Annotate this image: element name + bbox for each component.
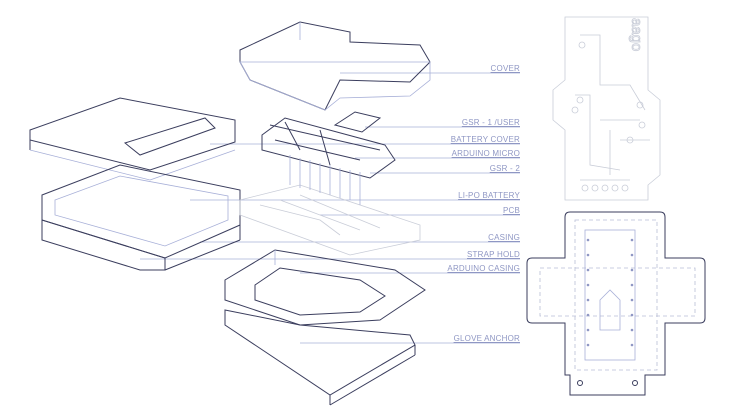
arduino-casing-part [224, 249, 426, 326]
glove-anchor-part [224, 309, 416, 406]
casing-part [41, 164, 241, 271]
label-battery-cover: BATTERY COVER [450, 135, 520, 144]
label-lipo-battery: LI-PO BATTERY [458, 191, 520, 200]
label-gsr-2: GSR - 2 [489, 164, 520, 173]
label-casing: CASING [488, 233, 520, 242]
battery-cover-part [29, 97, 236, 181]
leader-lines [140, 72, 520, 344]
label-glove-anchor: GLOVE ANCHOR [453, 334, 520, 343]
pcb-top-view: aago [552, 16, 661, 201]
arduino-micro-part [261, 111, 396, 205]
logo-text: aago [628, 18, 645, 51]
label-strap-hold: STRAP HOLD [467, 250, 520, 259]
cover-part [239, 21, 431, 111]
pcb-part [239, 184, 421, 256]
label-cover: COVER [490, 64, 520, 73]
label-gsr-1-user: GSR - 1 /USER [461, 118, 520, 127]
assembly-top-view [526, 211, 706, 396]
label-arduino-casing: ARDUINO CASING [447, 264, 520, 273]
label-arduino-micro: ARDUINO MICRO [451, 149, 520, 158]
label-pcb: PCB [502, 206, 520, 215]
